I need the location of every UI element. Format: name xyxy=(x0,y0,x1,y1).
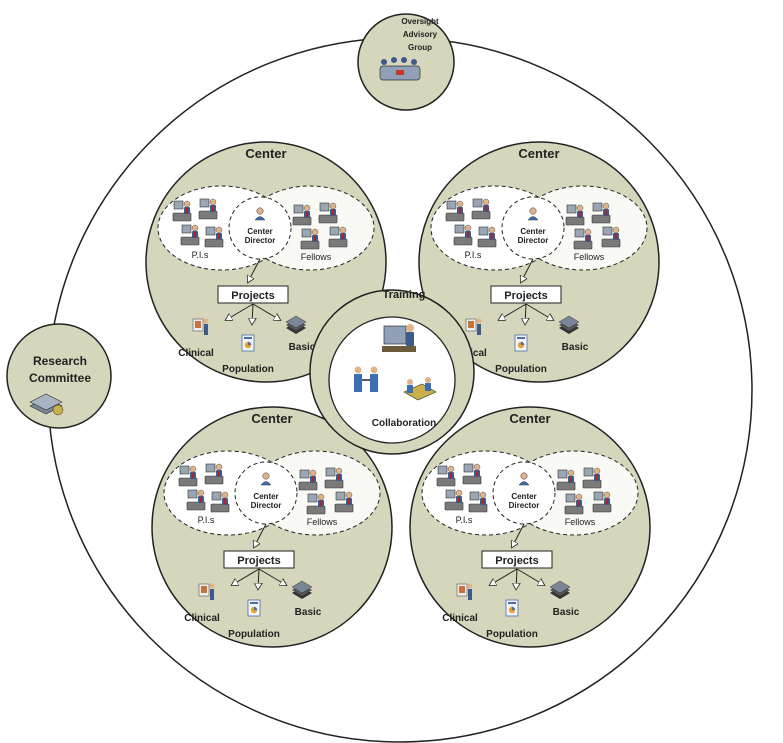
pis-label: P.I.s xyxy=(192,250,209,260)
director-label-1: Center xyxy=(253,492,278,501)
clinical-label: Clinical xyxy=(184,613,220,624)
center-title: Center xyxy=(518,146,559,161)
director-to-projects-arrow xyxy=(254,523,267,547)
projects-arrow xyxy=(516,568,544,585)
projects-arrow xyxy=(252,303,253,324)
director-circle xyxy=(501,196,565,260)
basic-label: Basic xyxy=(295,607,322,618)
population-icon xyxy=(505,599,519,617)
projects-arrow xyxy=(525,303,553,320)
population-label: Population xyxy=(495,364,547,375)
handshake-icon xyxy=(354,366,378,392)
projects-arrow xyxy=(252,303,280,320)
oversight-advisory-group: Oversight Advisory Group xyxy=(357,13,455,111)
pis-label: P.I.s xyxy=(456,515,473,525)
basic-label: Basic xyxy=(553,607,580,618)
basic-label: Basic xyxy=(562,342,589,353)
teacher-icon xyxy=(382,324,416,352)
projects-arrow xyxy=(490,568,518,585)
collaboration-label: Collaboration xyxy=(372,418,436,429)
population-label: Population xyxy=(228,629,280,640)
director-circle xyxy=(492,461,556,525)
clinical-label: Clinical xyxy=(178,348,214,359)
research-line-1: Research xyxy=(33,354,87,368)
projects-label: Projects xyxy=(504,290,547,302)
population-icon xyxy=(247,599,261,617)
fellows-label: Fellows xyxy=(307,517,338,527)
director-label-2: Director xyxy=(518,236,549,245)
director-label-1: Center xyxy=(511,492,536,501)
oversight-line-1: Oversight xyxy=(401,17,439,26)
population-label: Population xyxy=(222,364,274,375)
fellows-label: Fellows xyxy=(565,517,596,527)
director-to-projects-arrow xyxy=(521,258,534,282)
projects-box xyxy=(490,285,562,304)
documents-icon xyxy=(29,393,64,416)
director-label-1: Center xyxy=(247,227,272,236)
projects-arrow xyxy=(226,303,254,320)
projects-arrow xyxy=(232,568,260,585)
population-icon xyxy=(241,334,255,352)
projects-arrow xyxy=(258,568,259,589)
oversight-line-3: Group xyxy=(408,43,432,52)
director-label-2: Director xyxy=(245,236,276,245)
center-title: Center xyxy=(509,411,550,426)
meeting-table-icon xyxy=(379,57,421,81)
director-circle xyxy=(228,196,292,260)
director-label-1: Center xyxy=(520,227,545,236)
training-label: Training xyxy=(383,289,426,301)
population-icon xyxy=(514,334,528,352)
projects-label: Projects xyxy=(231,290,274,302)
pis-label: P.I.s xyxy=(465,250,482,260)
projects-label: Projects xyxy=(495,555,538,567)
director-label-2: Director xyxy=(509,501,540,510)
center-title: Center xyxy=(251,411,292,426)
fellows-label: Fellows xyxy=(301,252,332,262)
director-label-2: Director xyxy=(251,501,282,510)
projects-box xyxy=(217,285,289,304)
population-label: Population xyxy=(486,629,538,640)
research-committee: Research Committee xyxy=(6,323,112,429)
projects-arrow xyxy=(525,303,526,324)
meeting-icon xyxy=(403,377,437,401)
clinical-label: Clinical xyxy=(442,613,478,624)
oversight-line-2: Advisory xyxy=(403,30,438,39)
projects-arrow xyxy=(258,568,286,585)
projects-arrow xyxy=(516,568,517,589)
projects-box xyxy=(481,550,553,569)
research-line-2: Committee xyxy=(29,371,91,385)
training-hub: Training Collaboration xyxy=(309,289,475,455)
projects-label: Projects xyxy=(237,555,280,567)
projects-box xyxy=(223,550,295,569)
basic-label: Basic xyxy=(289,342,316,353)
director-to-projects-arrow xyxy=(248,258,261,282)
director-circle xyxy=(234,461,298,525)
fellows-label: Fellows xyxy=(574,252,605,262)
director-to-projects-arrow xyxy=(512,523,525,547)
projects-arrow xyxy=(499,303,527,320)
pis-label: P.I.s xyxy=(198,515,215,525)
center-title: Center xyxy=(245,146,286,161)
